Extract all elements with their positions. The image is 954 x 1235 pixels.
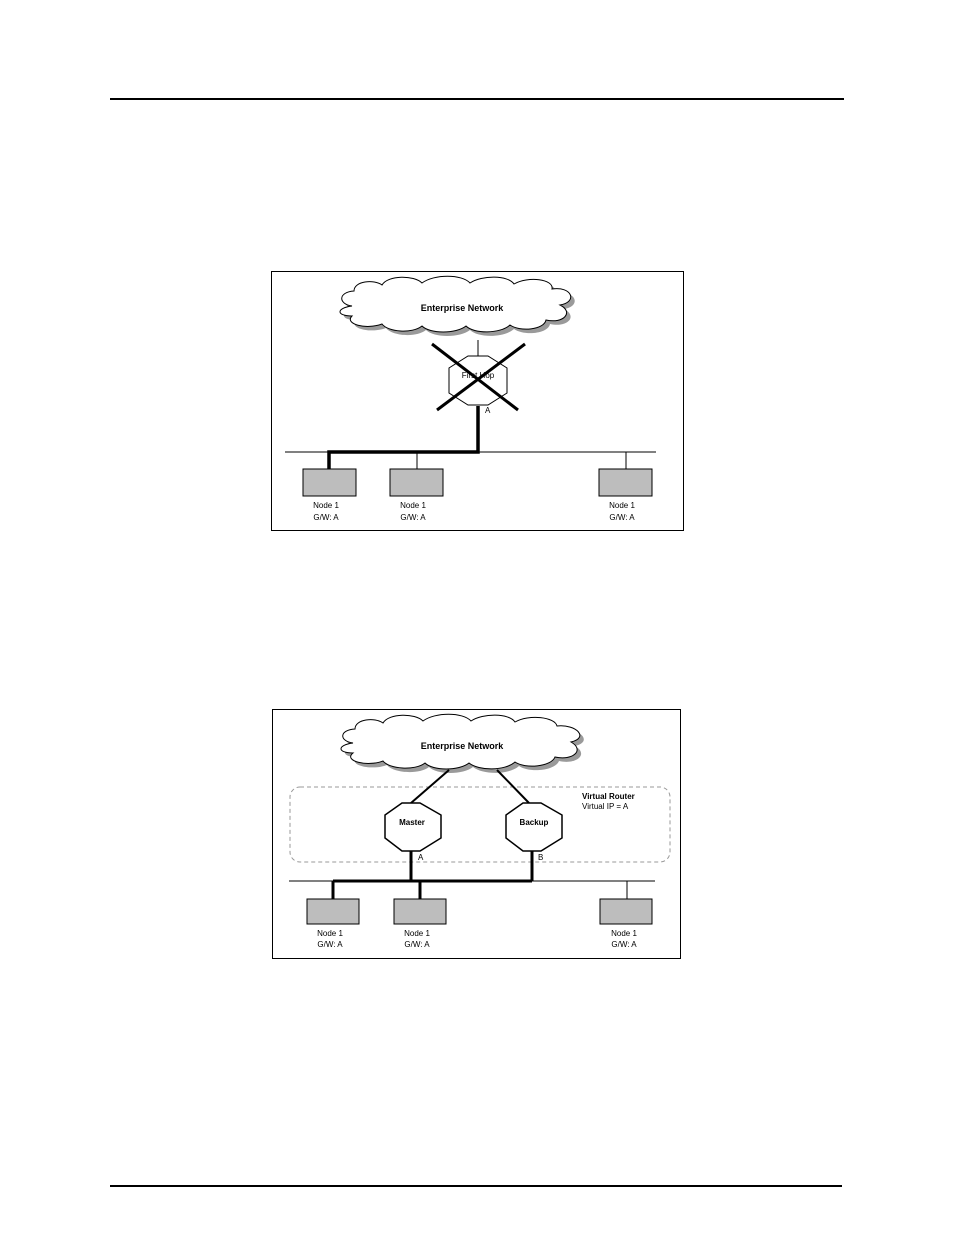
backup-label: Backup (520, 818, 549, 827)
router-label: First Hop (462, 371, 495, 380)
node-box-3 (599, 898, 653, 925)
cloud-enterprise-network: Enterprise Network (339, 275, 575, 336)
figure1-diagram: Enterprise Network First Hop A Node 1 G/… (285, 275, 656, 522)
node-name-2: Node 1 (404, 929, 430, 938)
node-gateway-1: G/W: A (313, 513, 339, 522)
interface-label-a: A (485, 406, 491, 415)
master-interface-label: A (418, 853, 424, 862)
figure-virtual-router: Enterprise Network Virtual Router Virtua… (272, 709, 681, 959)
node-name-2: Node 1 (400, 501, 426, 510)
cloud-to-backup-link (496, 769, 530, 804)
figure2-diagram: Enterprise Network Virtual Router Virtua… (289, 713, 671, 949)
node-box-2 (389, 468, 444, 497)
failure-x-mark (431, 342, 526, 412)
node-gateway-3: G/W: A (609, 513, 635, 522)
cloud-label: Enterprise Network (421, 303, 505, 313)
backup-router (505, 802, 563, 852)
node-box-1 (302, 468, 357, 497)
node-name-1: Node 1 (317, 929, 343, 938)
node-name-1: Node 1 (313, 501, 339, 510)
node-box-1 (306, 898, 360, 925)
node-gateway-1: G/W: A (317, 940, 343, 949)
cloud-enterprise-network: Enterprise Network (340, 713, 584, 773)
figure-first-hop-failure: Enterprise Network First Hop A Node 1 G/… (271, 271, 684, 531)
node-gateway-2: G/W: A (404, 940, 430, 949)
backup-interface-label: B (538, 853, 543, 862)
master-router (384, 802, 442, 852)
node-gateway-3: G/W: A (611, 940, 637, 949)
node-box-3 (598, 468, 653, 497)
virtual-router-ip: Virtual IP = A (582, 802, 629, 811)
node-box-2 (393, 898, 447, 925)
cloud-to-master-link (410, 769, 450, 804)
node-name-3: Node 1 (611, 929, 637, 938)
cloud-label: Enterprise Network (421, 741, 505, 751)
node-gateway-2: G/W: A (400, 513, 426, 522)
active-path (327, 406, 480, 469)
footer-rule (110, 1185, 842, 1187)
virtual-router-group (289, 786, 671, 863)
virtual-router-title: Virtual Router (582, 792, 635, 801)
header-rule (110, 98, 844, 100)
master-label: Master (399, 818, 425, 827)
node-name-3: Node 1 (609, 501, 635, 510)
